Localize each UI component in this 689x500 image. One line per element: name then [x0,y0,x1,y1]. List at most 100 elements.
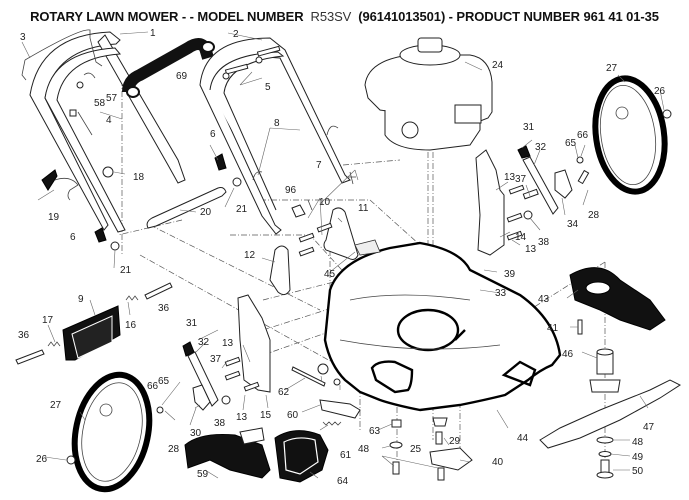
height-bracket[interactable] [269,245,291,296]
deck-bolt[interactable] [437,467,445,481]
callout-25: 25 [410,444,422,455]
left-axle-bracket[interactable] [224,294,271,393]
bushing[interactable] [333,378,341,386]
flap-pin[interactable] [15,282,173,365]
callout-14: 14 [515,232,527,243]
callout-66: 66 [577,130,589,141]
housing-screw[interactable] [577,319,583,335]
mower-deck[interactable] [323,241,562,412]
callout-13: 13 [222,338,234,349]
callout-96: 96 [285,185,297,196]
callout-21: 21 [120,265,132,276]
control-wire[interactable] [21,29,103,81]
handle-nut[interactable] [76,81,84,89]
axle-plate[interactable] [554,169,573,199]
cable-clamp[interactable] [69,109,93,136]
callout-44: 44 [517,433,529,444]
callout-17: 17 [42,315,54,326]
mulch-bracket[interactable] [319,399,361,419]
callout-26: 26 [36,454,48,465]
handle-washer[interactable] [102,166,114,178]
handle-bolt[interactable] [110,241,120,251]
side-discharge-deflector[interactable] [184,427,271,479]
callout-64: 64 [337,476,349,487]
deck-bolt[interactable] [392,461,400,475]
spacer[interactable] [432,417,448,427]
callout-34: 34 [567,219,579,230]
rear-flap[interactable] [62,305,121,361]
lower-handle[interactable] [199,37,351,235]
cutting-blade[interactable] [539,379,682,449]
wheel-washer[interactable] [156,406,164,414]
cable-lever[interactable] [41,169,79,201]
callout-20: 20 [200,207,212,218]
callout-labels: 1 2 3 4 5 6 6 7 8 9 10 11 12 13 13 13 13… [18,28,666,487]
height-bracket[interactable] [323,207,359,260]
model-number: R53SV [310,9,352,24]
callout-15: 15 [260,410,272,421]
callout-32: 32 [198,337,210,348]
rear-axle-bracket[interactable] [475,149,539,256]
bushing[interactable] [221,395,231,405]
callout-29: 29 [449,436,461,447]
handle-knob[interactable] [94,153,227,243]
engine[interactable] [364,37,493,151]
height-lever-knob[interactable] [517,145,531,159]
bracket-bolts[interactable] [298,222,333,257]
callout-30: 30 [190,428,202,439]
callout-8: 8 [274,118,280,129]
spring[interactable] [322,421,342,426]
callout-47: 47 [643,422,655,433]
callout-27: 27 [50,400,62,411]
handle-grip[interactable] [122,38,215,98]
handle-bolts[interactable] [222,45,281,80]
rear-wheel-right[interactable] [588,74,671,196]
hub-cap[interactable] [66,455,76,465]
lock-washer[interactable] [598,451,612,457]
cable-bracket[interactable] [429,447,473,471]
torsion-spring[interactable] [47,341,61,347]
upper-handle[interactable] [29,31,186,233]
callout-10: 10 [319,197,331,208]
callout-46: 46 [562,349,574,360]
callout-38: 38 [538,237,550,248]
blade-bolt[interactable] [596,459,614,479]
callout-39: 39 [504,269,516,280]
deck-guide-plate[interactable] [354,239,381,256]
callout-13: 13 [504,172,516,183]
axle-plate[interactable] [192,384,211,411]
handle-bolt[interactable] [232,177,242,187]
callout-38: 38 [214,418,226,429]
deck-nut[interactable] [391,419,402,428]
hairpin-clip[interactable] [307,171,356,211]
deck-washer[interactable] [389,441,403,449]
wheel-washer[interactable] [576,156,584,164]
callout-13: 13 [525,244,537,255]
height-lever[interactable] [522,156,559,215]
torsion-spring[interactable] [125,295,139,301]
callout-16: 16 [125,320,137,331]
cable-guide[interactable] [291,204,306,218]
deck-bolt[interactable] [435,431,443,445]
callout-13: 13 [236,412,248,423]
height-rod[interactable] [146,187,227,229]
callout-28: 28 [168,444,180,455]
callout-6: 6 [70,232,76,243]
callout-32: 32 [535,142,547,153]
cable-hook[interactable] [83,72,96,79]
hub-cap[interactable] [662,109,672,119]
callout-37: 37 [210,354,222,365]
blade-washer[interactable] [596,436,614,444]
callout-65: 65 [565,138,577,149]
flap-rod[interactable] [291,366,326,387]
handle-clip[interactable] [252,125,339,181]
rear-wheel-left[interactable] [65,368,160,496]
mulch-plug[interactable] [274,430,329,483]
callout-65: 65 [158,376,170,387]
wheel-bolt[interactable] [577,169,590,185]
wheel-spacer[interactable] [317,363,329,375]
callout-31: 31 [186,318,198,329]
callout-9: 9 [78,294,84,305]
blade-adapter-housing[interactable] [569,267,666,331]
blade-adapter[interactable] [589,348,621,393]
